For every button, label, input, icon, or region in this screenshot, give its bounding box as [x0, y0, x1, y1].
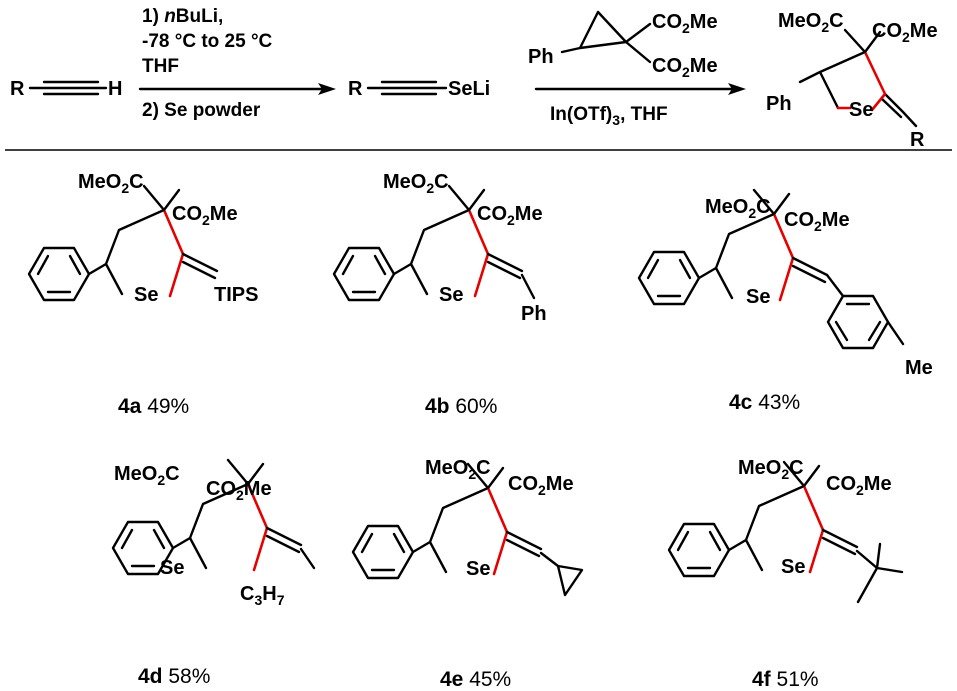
step1-line2: -78 °C to 25 °C [142, 31, 273, 52]
product-4d-meo2c: MeO2C [114, 463, 180, 488]
general-se-label: Se [849, 99, 873, 121]
product-4a-tips: TIPS [214, 284, 258, 306]
product-4b-se: Se [439, 284, 463, 306]
product-4d-se: Se [160, 557, 184, 579]
reagent-ph-label: Ph [528, 46, 554, 68]
product-4f-co2me: CO2Me [826, 473, 892, 498]
step1-line4: 2) Se powder [142, 100, 261, 121]
product-4e-se: Se [466, 558, 490, 580]
product-4b-meo2c: MeO2C [383, 171, 449, 196]
product-4c-meo2c: MeO2C [705, 196, 771, 221]
product-4e-caption: 4e 45% [440, 668, 511, 691]
product-4c-se: Se [746, 286, 770, 308]
selenolate-seli-label: SeLi [448, 78, 490, 100]
product-4a-co2me: CO2Me [172, 203, 238, 228]
product-4a-caption: 4a 49% [118, 395, 189, 418]
alkyne-r-label: R [10, 78, 25, 100]
product-4e-meo2c: MeO2C [425, 457, 491, 482]
product-4b: MeO2C CO2Me Se Ph 4b 60% [332, 171, 547, 418]
product-4d-co2me: CO2Me [206, 478, 272, 503]
general-meo2c-label: MeO2C [778, 10, 844, 35]
terminal-alkyne: R H [10, 78, 122, 100]
product-4c: MeO2C CO2Me Se Me 4c 43% [637, 188, 933, 414]
product-4f-se: Se [781, 556, 805, 578]
product-4e: MeO2C CO2Me Se 4e 45% [351, 457, 584, 691]
product-4f-meo2c: MeO2C [738, 457, 804, 482]
product-4d-c3h7: C3H7 [240, 583, 285, 608]
general-ph-label: Ph [766, 93, 792, 115]
step1-line1: 1) nBuLi, [142, 6, 223, 27]
product-4f-caption: 4f 51% [752, 668, 819, 691]
product-4c-co2me: CO2Me [784, 209, 850, 234]
top-reaction: R H 1) nBuLi, -78 °C to 25 °C THF 2) Se … [10, 6, 938, 151]
general-r-label: R [910, 129, 925, 151]
cyclopropane-reagent: Ph CO2Me CO2Me [528, 10, 718, 80]
arrow-step-2: Ph CO2Me CO2Me In(OTf)3, THF [528, 10, 746, 128]
product-4b-caption: 4b 60% [425, 395, 497, 418]
product-4f: MeO2C CO2Me Se 4f 51% [667, 457, 904, 691]
alkyne-h-label: H [108, 78, 122, 100]
product-4a-meo2c: MeO2C [78, 171, 144, 196]
step2-conditions: In(OTf)3, THF [550, 104, 668, 128]
product-4d-caption: 4d 58% [138, 665, 210, 688]
reagent-co2me-bottom: CO2Me [652, 55, 718, 80]
arrow-step-1: 1) nBuLi, -78 °C to 25 °C THF 2) Se powd… [138, 6, 336, 121]
step1-line3: THF [142, 56, 179, 77]
product-4c-me: Me [905, 357, 933, 379]
alkynyl-selenolate: R SeLi [348, 78, 490, 100]
product-4b-ph: Ph [521, 303, 547, 325]
product-4c-caption: 4c 43% [729, 391, 800, 414]
selenolate-r-label: R [348, 78, 363, 100]
general-product: MeO2C CO2Me Se Ph R [766, 10, 938, 151]
product-4b-co2me: CO2Me [477, 203, 543, 228]
general-co2me-label: CO2Me [872, 20, 938, 45]
product-4a-se: Se [134, 284, 158, 306]
product-4e-co2me: CO2Me [508, 473, 574, 498]
product-4a: MeO2C CO2Me Se TIPS 4a 49% [27, 171, 258, 418]
reagent-co2me-top: CO2Me [652, 11, 718, 36]
product-4d: MeO2C CO2Me Se C3H7 4d 58% [111, 458, 316, 688]
